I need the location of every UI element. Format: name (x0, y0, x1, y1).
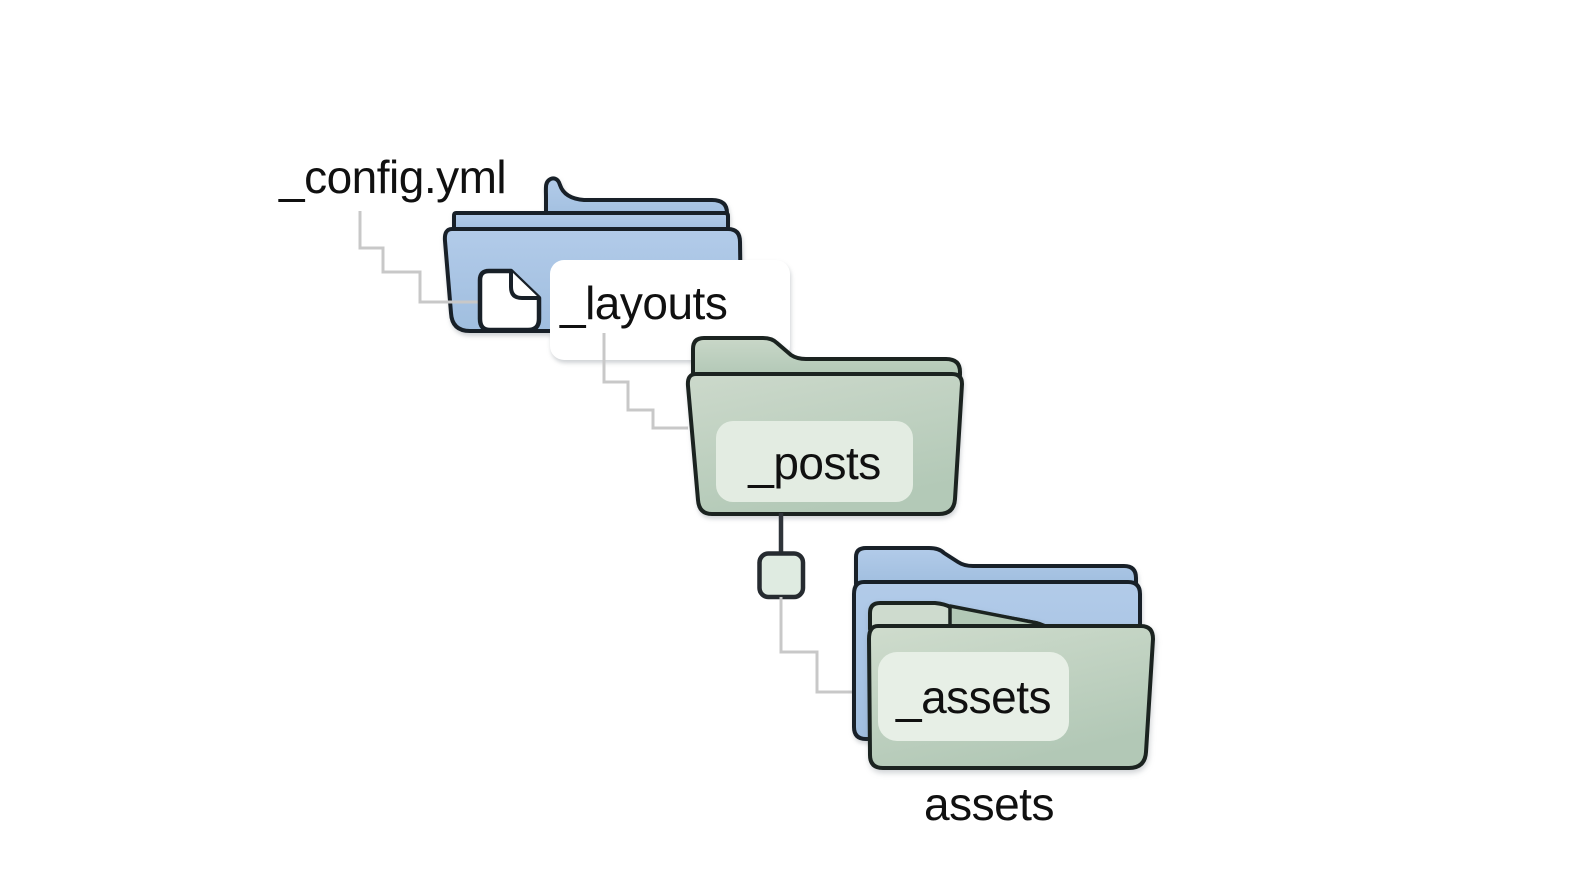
posts-folder-label: _posts (748, 436, 881, 489)
assets-stack-caption: assets (924, 778, 1054, 830)
assets-back-folder-tab (854, 546, 1138, 586)
config-file-label: _config.yml (279, 151, 507, 203)
yaml-file-icon (477, 268, 542, 333)
assets-folder-nameplate: _assets (878, 652, 1069, 741)
connector-config-to-layouts (358, 211, 484, 304)
posts-folder-nameplate: _posts (716, 421, 913, 502)
assets-folder-label: _assets (895, 670, 1052, 723)
file-folded-corner (509, 271, 539, 300)
layouts-folder-label: _layouts (560, 277, 728, 329)
layouts-label-cutout (550, 260, 790, 360)
connector-layouts-to-posts (602, 333, 688, 430)
posts-folder-tab (691, 336, 962, 377)
connector-node-to-assets (779, 597, 854, 694)
layouts-folder-tab (543, 176, 729, 223)
tree-node-square-icon (757, 551, 806, 600)
